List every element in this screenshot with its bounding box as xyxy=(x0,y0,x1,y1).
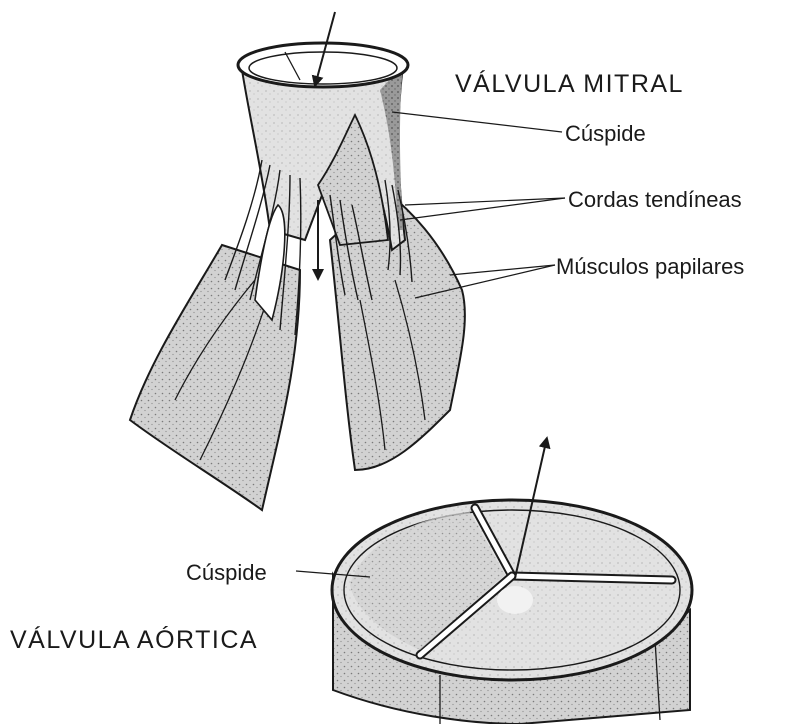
leader-papillary-1 xyxy=(450,265,555,275)
papillary-muscles-label: Músculos papilares xyxy=(556,254,744,280)
chordae-tendineae-label: Cordas tendíneas xyxy=(568,187,742,213)
mitral-valve-title: VÁLVULA MITRAL xyxy=(455,70,684,99)
aortic-valve-title: VÁLVULA AÓRTICA xyxy=(10,626,258,655)
leader-cusp-mitral xyxy=(392,112,562,132)
aortic-cusp-label: Cúspide xyxy=(186,560,267,586)
mitral-cusp-label: Cúspide xyxy=(565,121,646,147)
mitral-ring xyxy=(238,43,408,87)
aortic-valve-drawing xyxy=(296,442,692,724)
